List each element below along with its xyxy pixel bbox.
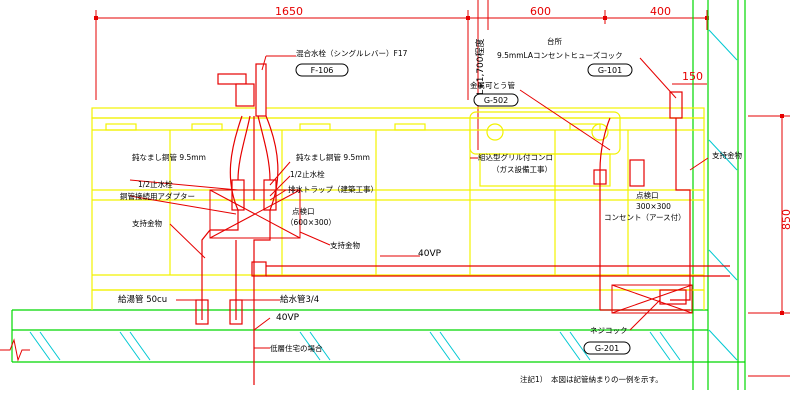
kitchen-counter <box>91 107 705 310</box>
supply-pipes <box>195 115 730 385</box>
valve-right-label: 1/2止水栓 <box>290 169 325 179</box>
floor-hatch <box>29 29 738 361</box>
faucet <box>217 63 267 117</box>
stove-label: 組込型グリル付コンロ <box>478 152 553 162</box>
dimension-ticks <box>94 16 784 315</box>
gas-valve-code-badge <box>583 341 631 355</box>
leader-lines <box>129 55 709 349</box>
dimension-width-a: 1650 <box>275 5 303 18</box>
fl-height-label: FL+1,700程度 <box>474 39 486 101</box>
access-panel-left <box>209 189 301 239</box>
adapter-label: 銅管接続用アダプター <box>120 191 195 201</box>
flexible-tube-code: G-502 <box>484 96 508 105</box>
support-left-label: 支持金物 <box>132 218 162 228</box>
support-mid-label: 支持金物 <box>330 240 360 250</box>
dimension-offset-a: 150 <box>682 70 703 83</box>
flexible-tube-label: 金属可とう管 <box>470 80 515 90</box>
hot-water-label: 給湯管 50cu <box>118 294 167 305</box>
gas-cock-label: 9.5mmLAコンセントヒューズコック <box>497 50 623 60</box>
gas-cock-code-badge <box>587 63 633 77</box>
gas-location-label: 台所 <box>547 36 562 46</box>
drain-low-label: 40VP <box>276 313 300 323</box>
access-panel-right <box>611 284 693 314</box>
faucet-label: 混合水栓（シングルレバー）F17 <box>296 48 408 58</box>
outlet-label: コンセント（アース付） <box>604 212 686 222</box>
annotation-text: 混合水栓（シングルレバー）F17 台所 9.5mmLAコンセントヒューズコック … <box>118 36 742 384</box>
water-supply-label: 給水管3/4 <box>280 294 319 305</box>
dimension-height-a: 850 <box>780 209 793 230</box>
access-left-label: 点検口 <box>292 206 315 216</box>
note-label: 注記1） 本図は記管納まりの一例を示す。 <box>520 374 663 384</box>
trap-label: 排水トラップ（建築工事） <box>288 184 378 194</box>
faucet-code-badge <box>295 63 349 77</box>
dimension-width-c: 400 <box>650 5 671 18</box>
gas-valve-label: ネジコック <box>590 326 628 335</box>
pipe-left-label: 鈍なまし銅管 9.5mm <box>132 152 206 162</box>
drain-pipe-label: 40VP <box>418 249 442 259</box>
dimension-width-b: 600 <box>530 5 551 18</box>
access-left-size-label: （600×300） <box>286 218 336 227</box>
code-badge-text: F-106 G-101 G-502 G-201 <box>311 66 623 353</box>
gas-pipes <box>593 91 691 311</box>
gas-cock-code: G-101 <box>598 66 622 75</box>
building-structure <box>0 0 746 390</box>
code-badges <box>295 63 633 355</box>
gas-valve-code: G-201 <box>595 344 619 353</box>
pipe-right-label: 鈍なまし銅管 9.5mm <box>296 152 370 162</box>
stove-note-label: （ガス設備工事） <box>492 164 552 174</box>
faucet-code: F-106 <box>311 66 334 75</box>
dimension-text: 1650 600 400 150 <box>275 5 703 83</box>
access-right-label: 点検口 <box>636 190 659 200</box>
valve-left-label: 1/2止水栓 <box>138 179 173 189</box>
low-rise-label: 低層住宅の場合 <box>270 343 323 353</box>
support-right-label: 支持金物 <box>712 150 742 160</box>
dimension-lines <box>95 0 790 377</box>
access-right-size-label: 300×300 <box>636 202 671 211</box>
flexible-tube-code-badge <box>473 93 519 107</box>
